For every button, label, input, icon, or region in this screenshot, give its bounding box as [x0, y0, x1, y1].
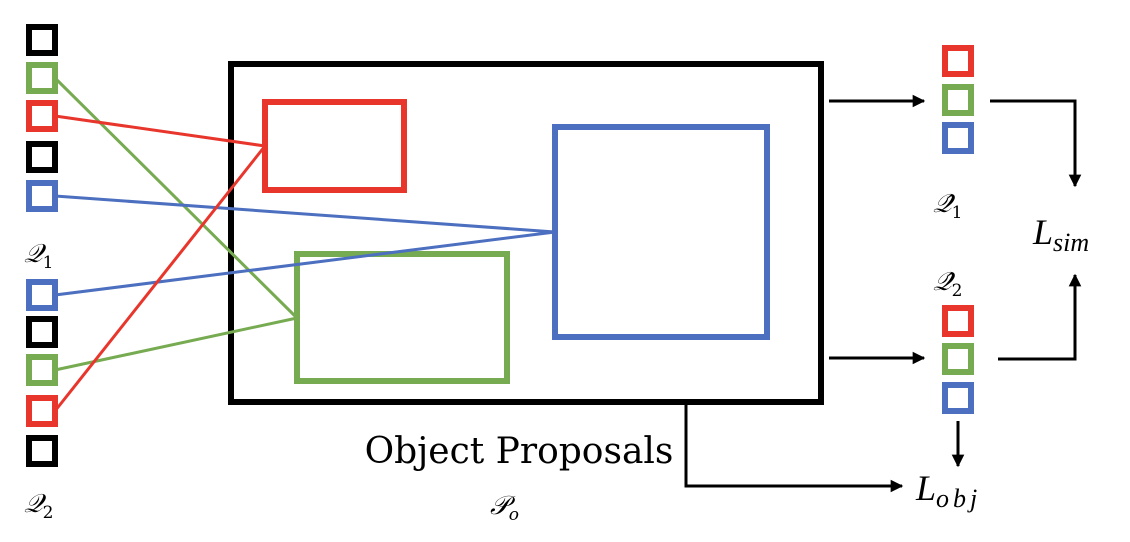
match-line-red-q2 [53, 145, 267, 412]
match-line-green-q2 [54, 316, 298, 372]
arrow-output-2-to-sim [998, 273, 1082, 361]
matching-lines [53, 76, 556, 412]
object-proposals-symbol: 𝒫o [490, 491, 519, 525]
match-line-blue-q2 [54, 230, 556, 297]
output-2-stack [942, 305, 974, 414]
output-1-label: 𝒬̂1 [933, 189, 963, 223]
query-2-slot-3 [26, 354, 58, 386]
output-1-slot-1 [942, 45, 974, 77]
query-2-slot-2 [26, 316, 58, 348]
match-line-green-q1 [53, 76, 299, 320]
query-2-slot-1 [26, 279, 58, 311]
loss-obj-label: Lobj [915, 468, 981, 513]
output-1-slot-2 [942, 84, 974, 116]
query-set-1-label: 𝒬1 [24, 239, 54, 273]
query-1-slot-3 [26, 100, 58, 132]
query-1-slot-2 [26, 62, 58, 94]
proposal-box-red [262, 99, 407, 193]
object-proposals-frame [228, 61, 824, 405]
output-2-label: 𝒬̂2 [933, 267, 963, 301]
proposal-box-blue [552, 124, 770, 340]
proposal-box-green [294, 251, 510, 384]
query-2-slot-4 [26, 395, 58, 427]
query-2-slot-5 [26, 435, 58, 467]
query-1-slot-5 [26, 180, 58, 212]
output-2-slot-1 [942, 305, 974, 337]
output-1-slot-3 [942, 122, 974, 154]
loss-sim-label: Lsim [1032, 212, 1089, 257]
output-2-slot-3 [942, 382, 974, 414]
arrow-output-1-to-sim [990, 99, 1082, 188]
query-set-1 [26, 24, 58, 212]
object-proposals-title: Object Proposals [365, 431, 674, 472]
query-1-slot-4 [26, 141, 58, 173]
query-set-2 [26, 279, 58, 467]
output-1-stack [942, 45, 974, 154]
query-1-slot-1 [26, 24, 58, 56]
match-line-blue-q1 [54, 194, 556, 234]
arrow-frame-to-obj [684, 402, 904, 493]
query-set-2-label: 𝒬2 [24, 489, 54, 523]
output-2-slot-2 [942, 343, 974, 375]
match-line-red-q1 [54, 114, 266, 148]
